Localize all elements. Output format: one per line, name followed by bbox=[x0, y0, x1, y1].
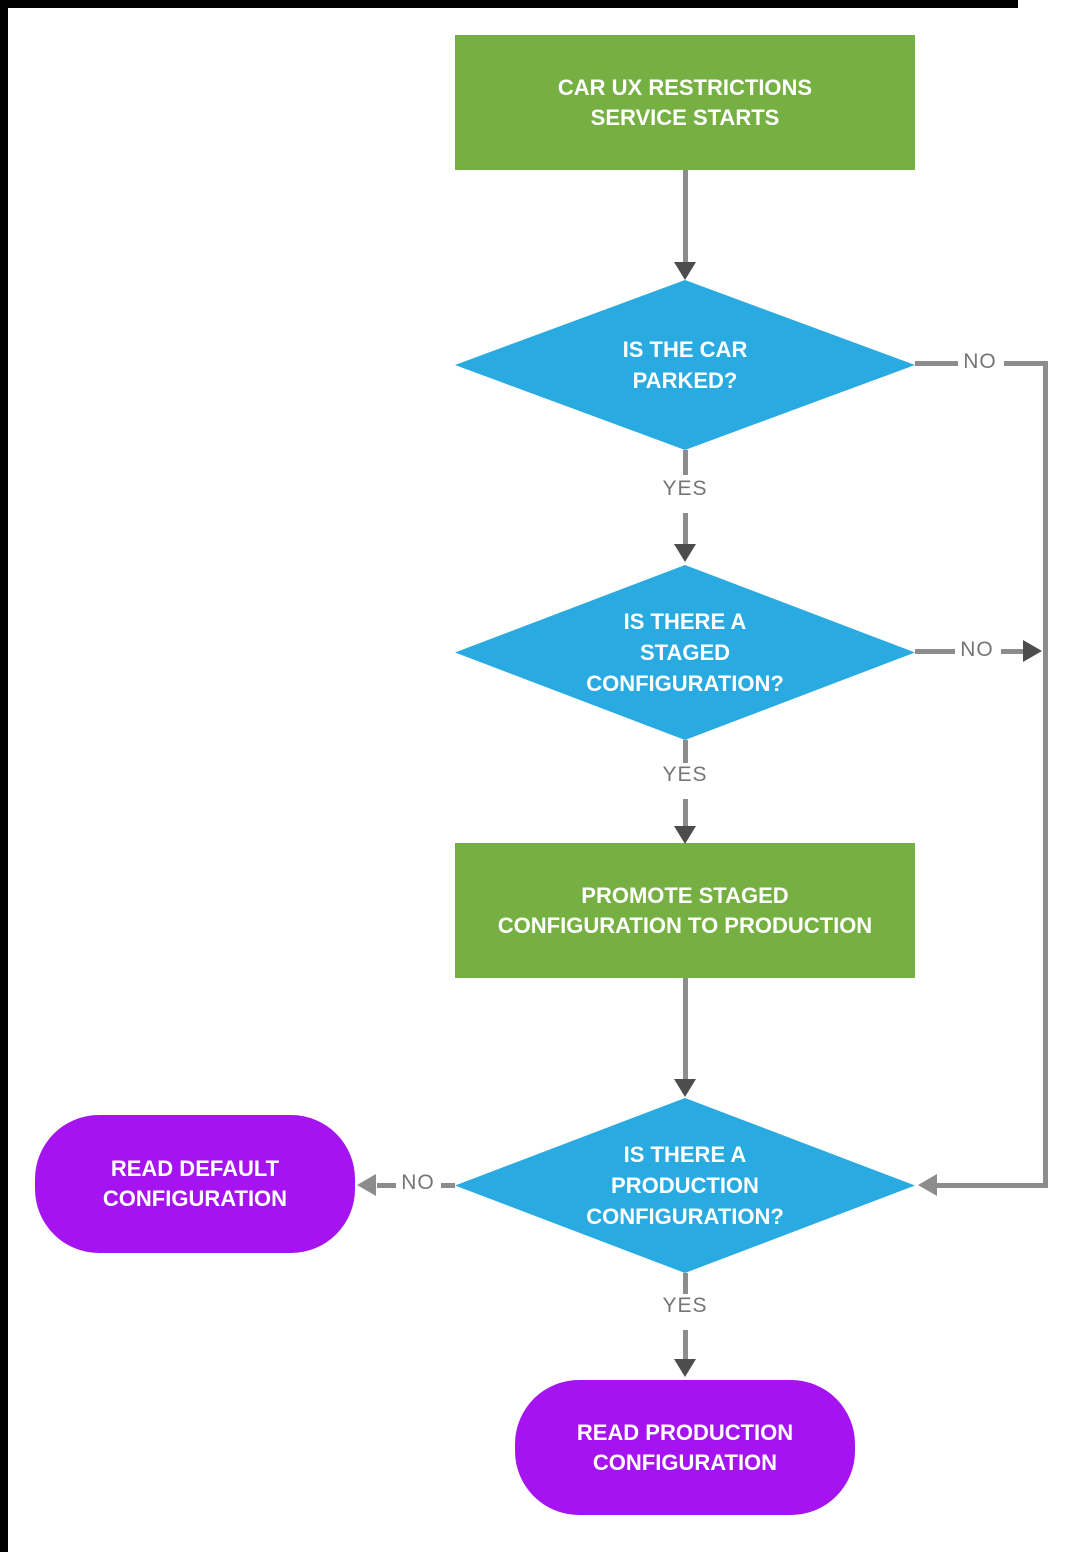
frame-border-top bbox=[0, 0, 1018, 8]
node-decision-staged-configuration: IS THERE A STAGED CONFIGURATION? bbox=[455, 565, 915, 740]
node-read-default-configuration: READ DEFAULT CONFIGURATION bbox=[35, 1115, 355, 1253]
edge-production-yes-line bbox=[683, 1330, 688, 1359]
edge-staged-no-line2 bbox=[1001, 649, 1023, 654]
edge-staged-yes-stub bbox=[683, 740, 688, 763]
edge-label-production-yes: YES bbox=[662, 1294, 708, 1317]
edge-label-parked-yes: YES bbox=[662, 477, 708, 500]
edge-parked-yes-stub bbox=[683, 450, 688, 475]
node-decision-is-car-parked: IS THE CAR PARKED? bbox=[455, 280, 915, 450]
arrowhead-down-icon bbox=[674, 262, 696, 280]
edge-label-parked-no: NO bbox=[963, 350, 997, 373]
node-decision-production-configuration: IS THERE A PRODUCTION CONFIGURATION? bbox=[455, 1098, 915, 1273]
edge-parked-no-line bbox=[915, 361, 958, 366]
arrowhead-down-icon bbox=[674, 1359, 696, 1377]
arrowhead-right-icon bbox=[1023, 640, 1042, 662]
edge-label-staged-yes: YES bbox=[662, 763, 708, 786]
arrowhead-left-icon bbox=[357, 1174, 376, 1196]
edge-promote-to-production-line bbox=[683, 978, 688, 1079]
arrowhead-left-icon bbox=[918, 1174, 937, 1196]
edge-label-production-no: NO bbox=[401, 1171, 435, 1194]
edge-label-staged-no: NO bbox=[960, 638, 994, 661]
edge-production-no-line2 bbox=[441, 1183, 455, 1188]
edge-right-rail-line bbox=[1043, 361, 1048, 1185]
arrowhead-down-icon bbox=[674, 544, 696, 562]
edge-rail-elbow-line bbox=[936, 1183, 1048, 1188]
edge-parked-no-line2 bbox=[1004, 361, 1048, 366]
edge-staged-yes-line bbox=[683, 799, 688, 826]
edge-start-to-parked-line bbox=[683, 170, 688, 262]
node-read-production-configuration: READ PRODUCTION CONFIGURATION bbox=[515, 1380, 855, 1515]
arrowhead-down-icon bbox=[674, 826, 696, 844]
frame-border-left bbox=[0, 0, 8, 1552]
arrowhead-down-icon bbox=[674, 1079, 696, 1097]
edge-production-yes-stub bbox=[683, 1273, 688, 1294]
node-start: CAR UX RESTRICTIONS SERVICE STARTS bbox=[455, 35, 915, 170]
edge-parked-yes-line bbox=[683, 513, 688, 544]
edge-production-no-line bbox=[377, 1183, 396, 1188]
edge-staged-no-line bbox=[915, 649, 955, 654]
node-promote-staged-configuration: PROMOTE STAGED CONFIGURATION TO PRODUCTI… bbox=[455, 843, 915, 978]
